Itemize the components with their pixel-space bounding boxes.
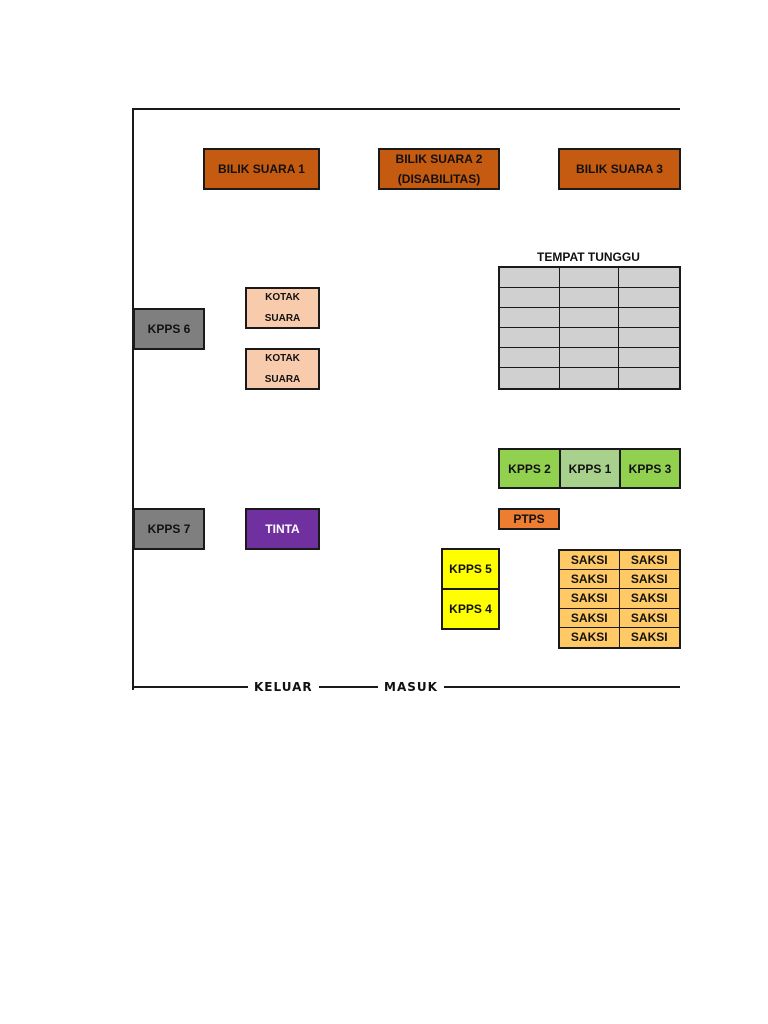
kpps-6-label: KPPS 6 <box>147 322 191 336</box>
kotak-suara-1: KOTAK SUARA <box>245 287 320 329</box>
kotak-suara-2-label: KOTAK SUARA <box>264 353 301 385</box>
seat-cell <box>500 348 560 368</box>
ptps: PTPS <box>498 508 560 530</box>
saksi-cell: SAKSI <box>619 570 679 590</box>
left-wall <box>132 108 134 690</box>
seat-cell <box>559 268 620 288</box>
ptps-label: PTPS <box>513 512 545 526</box>
kpps-2-label: KPPS 2 <box>508 461 551 476</box>
saksi-cell: SAKSI <box>619 608 679 628</box>
kpps-1: KPPS 1 <box>559 448 621 489</box>
seat-cell <box>559 308 620 328</box>
kpps-7: KPPS 7 <box>133 508 205 550</box>
saksi-cell: SAKSI <box>619 589 679 609</box>
saksi-cell: SAKSI <box>619 551 679 571</box>
seat-cell <box>559 328 620 348</box>
bilik-suara-1-label: BILIK SUARA 1 <box>218 162 305 176</box>
keluar-label: KELUAR <box>248 680 319 694</box>
kpps-5: KPPS 5 <box>441 548 500 590</box>
seat-cell <box>619 348 679 368</box>
seat-cell <box>619 308 679 328</box>
seat-cell <box>619 368 679 388</box>
masuk-label: MASUK <box>378 680 444 694</box>
seat-cell <box>619 268 679 288</box>
seat-cell <box>559 368 620 388</box>
kpps-4: KPPS 4 <box>441 588 500 630</box>
saksi-cell: SAKSI <box>560 551 620 571</box>
seat-cell <box>559 288 620 308</box>
tinta: TINTA <box>245 508 320 550</box>
kpps-2: KPPS 2 <box>498 448 561 489</box>
kpps-7-label: KPPS 7 <box>147 522 191 536</box>
kpps-5-label: KPPS 5 <box>449 562 492 576</box>
seat-cell <box>619 288 679 308</box>
saksi-cell: SAKSI <box>619 627 679 647</box>
seat-cell <box>500 268 560 288</box>
seat-cell <box>500 288 560 308</box>
kpps-4-label: KPPS 4 <box>449 602 492 616</box>
bilik-suara-2-label: BILIK SUARA 2 (DISABILITAS) <box>395 152 483 186</box>
saksi-cell: SAKSI <box>560 570 620 590</box>
bilik-suara-3-label: BILIK SUARA 3 <box>576 162 663 176</box>
tinta-label: TINTA <box>265 522 300 536</box>
kotak-suara-2: KOTAK SUARA <box>245 348 320 390</box>
seat-cell <box>500 308 560 328</box>
kpps-6: KPPS 6 <box>133 308 205 350</box>
saksi-cell: SAKSI <box>560 627 620 647</box>
bilik-suara-3: BILIK SUARA 3 <box>558 148 681 190</box>
bilik-suara-2: BILIK SUARA 2 (DISABILITAS) <box>378 148 500 190</box>
seat-cell <box>559 348 620 368</box>
saksi-cell: SAKSI <box>560 608 620 628</box>
seat-cell <box>500 368 560 388</box>
kpps-1-label: KPPS 1 <box>568 461 612 476</box>
kotak-suara-1-label: KOTAK SUARA <box>264 292 301 324</box>
saksi-cell: SAKSI <box>560 589 620 609</box>
kpps-3: KPPS 3 <box>619 448 681 489</box>
seat-cell <box>500 328 560 348</box>
kpps-3-label: KPPS 3 <box>628 461 672 476</box>
tempat-tunggu-grid <box>498 266 681 390</box>
bilik-suara-1: BILIK SUARA 1 <box>203 148 320 190</box>
top-wall <box>132 108 680 110</box>
tempat-tunggu-title: TEMPAT TUNGGU <box>537 250 640 264</box>
seat-cell <box>619 328 679 348</box>
